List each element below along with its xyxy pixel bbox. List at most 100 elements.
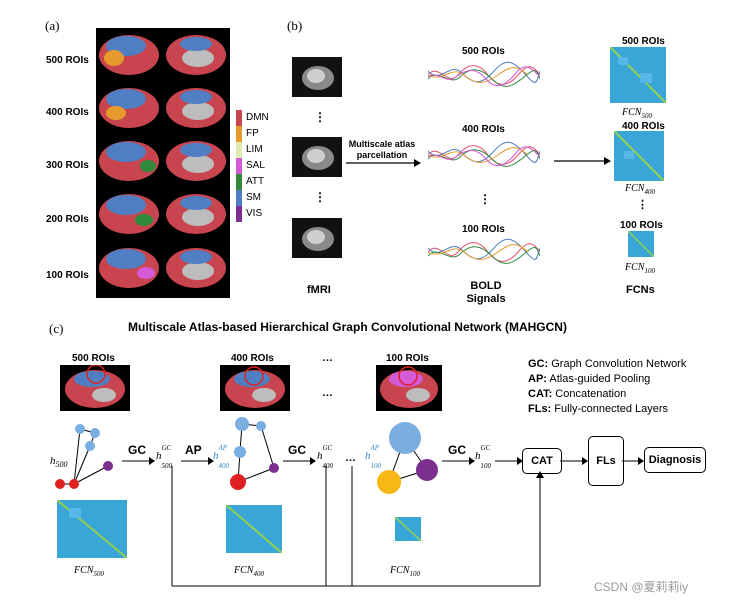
roi-label-300: 300 ROIs [46, 160, 89, 171]
bold-roi-100: 100 ROIs [462, 224, 505, 235]
c-brain-100 [376, 365, 442, 411]
fcn-label-100: FCN100 [625, 262, 655, 275]
legend-label-sal: SAL [246, 160, 265, 171]
def-fls: FLs: Fully-connected Layers [528, 403, 669, 415]
c-roi-500: 500 ROIs [72, 353, 115, 364]
graph-500 [55, 424, 113, 489]
fcn-matrix-500 [609, 46, 667, 104]
definitions-list: GC: Graph Convolution Network AP: Atlas-… [528, 357, 686, 417]
ap-arrow [181, 457, 214, 465]
legend-label-dmn: DMN [246, 112, 269, 123]
brain-row-400 [99, 88, 226, 128]
bold-dots: ⋮ [479, 192, 491, 206]
brain-row-500 [99, 35, 226, 75]
bold-signals-label: BOLD Signals [466, 280, 506, 305]
fcn-label-500: FCN500 [622, 107, 652, 120]
h500-label: h500 [50, 455, 68, 470]
fmri-dots-2: ⋮ [314, 190, 326, 204]
fcn-matrix-100 [627, 230, 655, 258]
panel-c-label: (c) [49, 321, 64, 336]
diagnosis-arrow-in [622, 457, 644, 465]
c-ellipsis-top-2: … [322, 387, 333, 399]
legend-swatch-sm [236, 190, 242, 206]
gc-arrow-3 [442, 457, 475, 465]
bold-signals-100 [428, 238, 540, 264]
fcns-label: FCNs [626, 284, 655, 296]
brain-row-300 [99, 141, 226, 181]
c-fcn-matrix-500 [56, 499, 128, 559]
legend-swatch-dmn [236, 110, 242, 126]
brain-row-200 [99, 194, 226, 234]
c-ellipsis-top-1: … [322, 352, 333, 364]
legend-colorbar [236, 110, 242, 222]
c-fcn-label-100: FCN100 [390, 565, 420, 578]
diagnosis-box: Diagnosis [644, 447, 706, 473]
legend-label-vis: VIS [246, 208, 263, 219]
c-brain-500 [60, 364, 130, 411]
c-brain-400 [220, 365, 290, 411]
cat-arrow-in [495, 457, 523, 465]
legend-label-lim: LIM [246, 144, 263, 155]
bold-roi-500: 500 ROIs [462, 46, 505, 57]
fcn-label-400: FCN400 [625, 183, 655, 196]
roi-label-200: 200 ROIs [46, 214, 89, 225]
roi-label-500: 500 ROIs [46, 55, 89, 66]
gc-label-3: GC [448, 443, 466, 457]
fcn-roi-400: 400 ROIs [622, 121, 665, 132]
def-cat: CAT: Concatenation [528, 388, 627, 400]
c-roi-400: 400 ROIs [231, 353, 274, 364]
fcn-roi-100: 100 ROIs [620, 220, 663, 231]
bold-roi-400: 400 ROIs [462, 124, 505, 135]
fmri-image-2 [292, 137, 342, 177]
panel-c-title: Multiscale Atlas-based Hierarchical Grap… [128, 320, 567, 334]
fcn-roi-500: 500 ROIs [622, 36, 665, 47]
fcn-matrix-400 [613, 130, 665, 182]
c-fcn-label-400: FCN400 [234, 565, 264, 578]
brain-atlas-svg [99, 35, 226, 288]
fmri-dots-1: ⋮ [314, 110, 326, 124]
c-ellipsis-mid: … [345, 452, 356, 464]
c-fcn-label-500: FCN500 [74, 565, 104, 578]
legend-label-att: ATT [246, 176, 265, 187]
brain-row-100 [99, 248, 226, 288]
cat-box: CAT [522, 448, 562, 474]
roi-label-400: 400 ROIs [46, 107, 89, 118]
legend-label-fp: FP [246, 128, 259, 139]
legend-label-sm: SM [246, 192, 261, 203]
gc-arrow-2 [283, 457, 316, 465]
parcellation-label: Multiscale atlas parcellation [348, 139, 416, 160]
legend-swatch-fp [236, 126, 242, 142]
legend-swatch-lim [236, 142, 242, 158]
c-fcn-matrix-400 [225, 504, 283, 554]
panel-b-label: (b) [287, 18, 303, 33]
ap-label: AP [185, 443, 202, 457]
panel-a-label: (a) [45, 18, 60, 33]
brain-atlas-panel [96, 28, 230, 298]
fmri-image-3 [292, 218, 342, 258]
bold-signals-500 [428, 61, 540, 87]
c-fcn-matrix-100 [394, 516, 422, 542]
legend-swatch-sal [236, 158, 242, 174]
c-roi-100: 100 ROIs [386, 353, 429, 364]
graph-100 [377, 422, 438, 494]
fmri-label: fMRI [307, 284, 331, 296]
gc-label-2: GC [288, 443, 306, 457]
def-gc: GC: Graph Convolution Network [528, 358, 687, 370]
legend-swatch-att [236, 174, 242, 190]
skip-connections [171, 466, 544, 587]
roi-label-100: 100 ROIs [46, 270, 89, 281]
fls-arrow-in [560, 457, 588, 465]
parcellation-arrow [346, 159, 421, 167]
legend-swatch-vis [236, 206, 242, 222]
gc-arrow-1 [122, 457, 155, 465]
fcn-arrow [554, 157, 611, 165]
bold-signals-400 [428, 141, 540, 167]
graph-400 [230, 417, 279, 490]
gc-label-1: GC [128, 443, 146, 457]
watermark: CSDN @夏莉莉iy [594, 580, 689, 594]
